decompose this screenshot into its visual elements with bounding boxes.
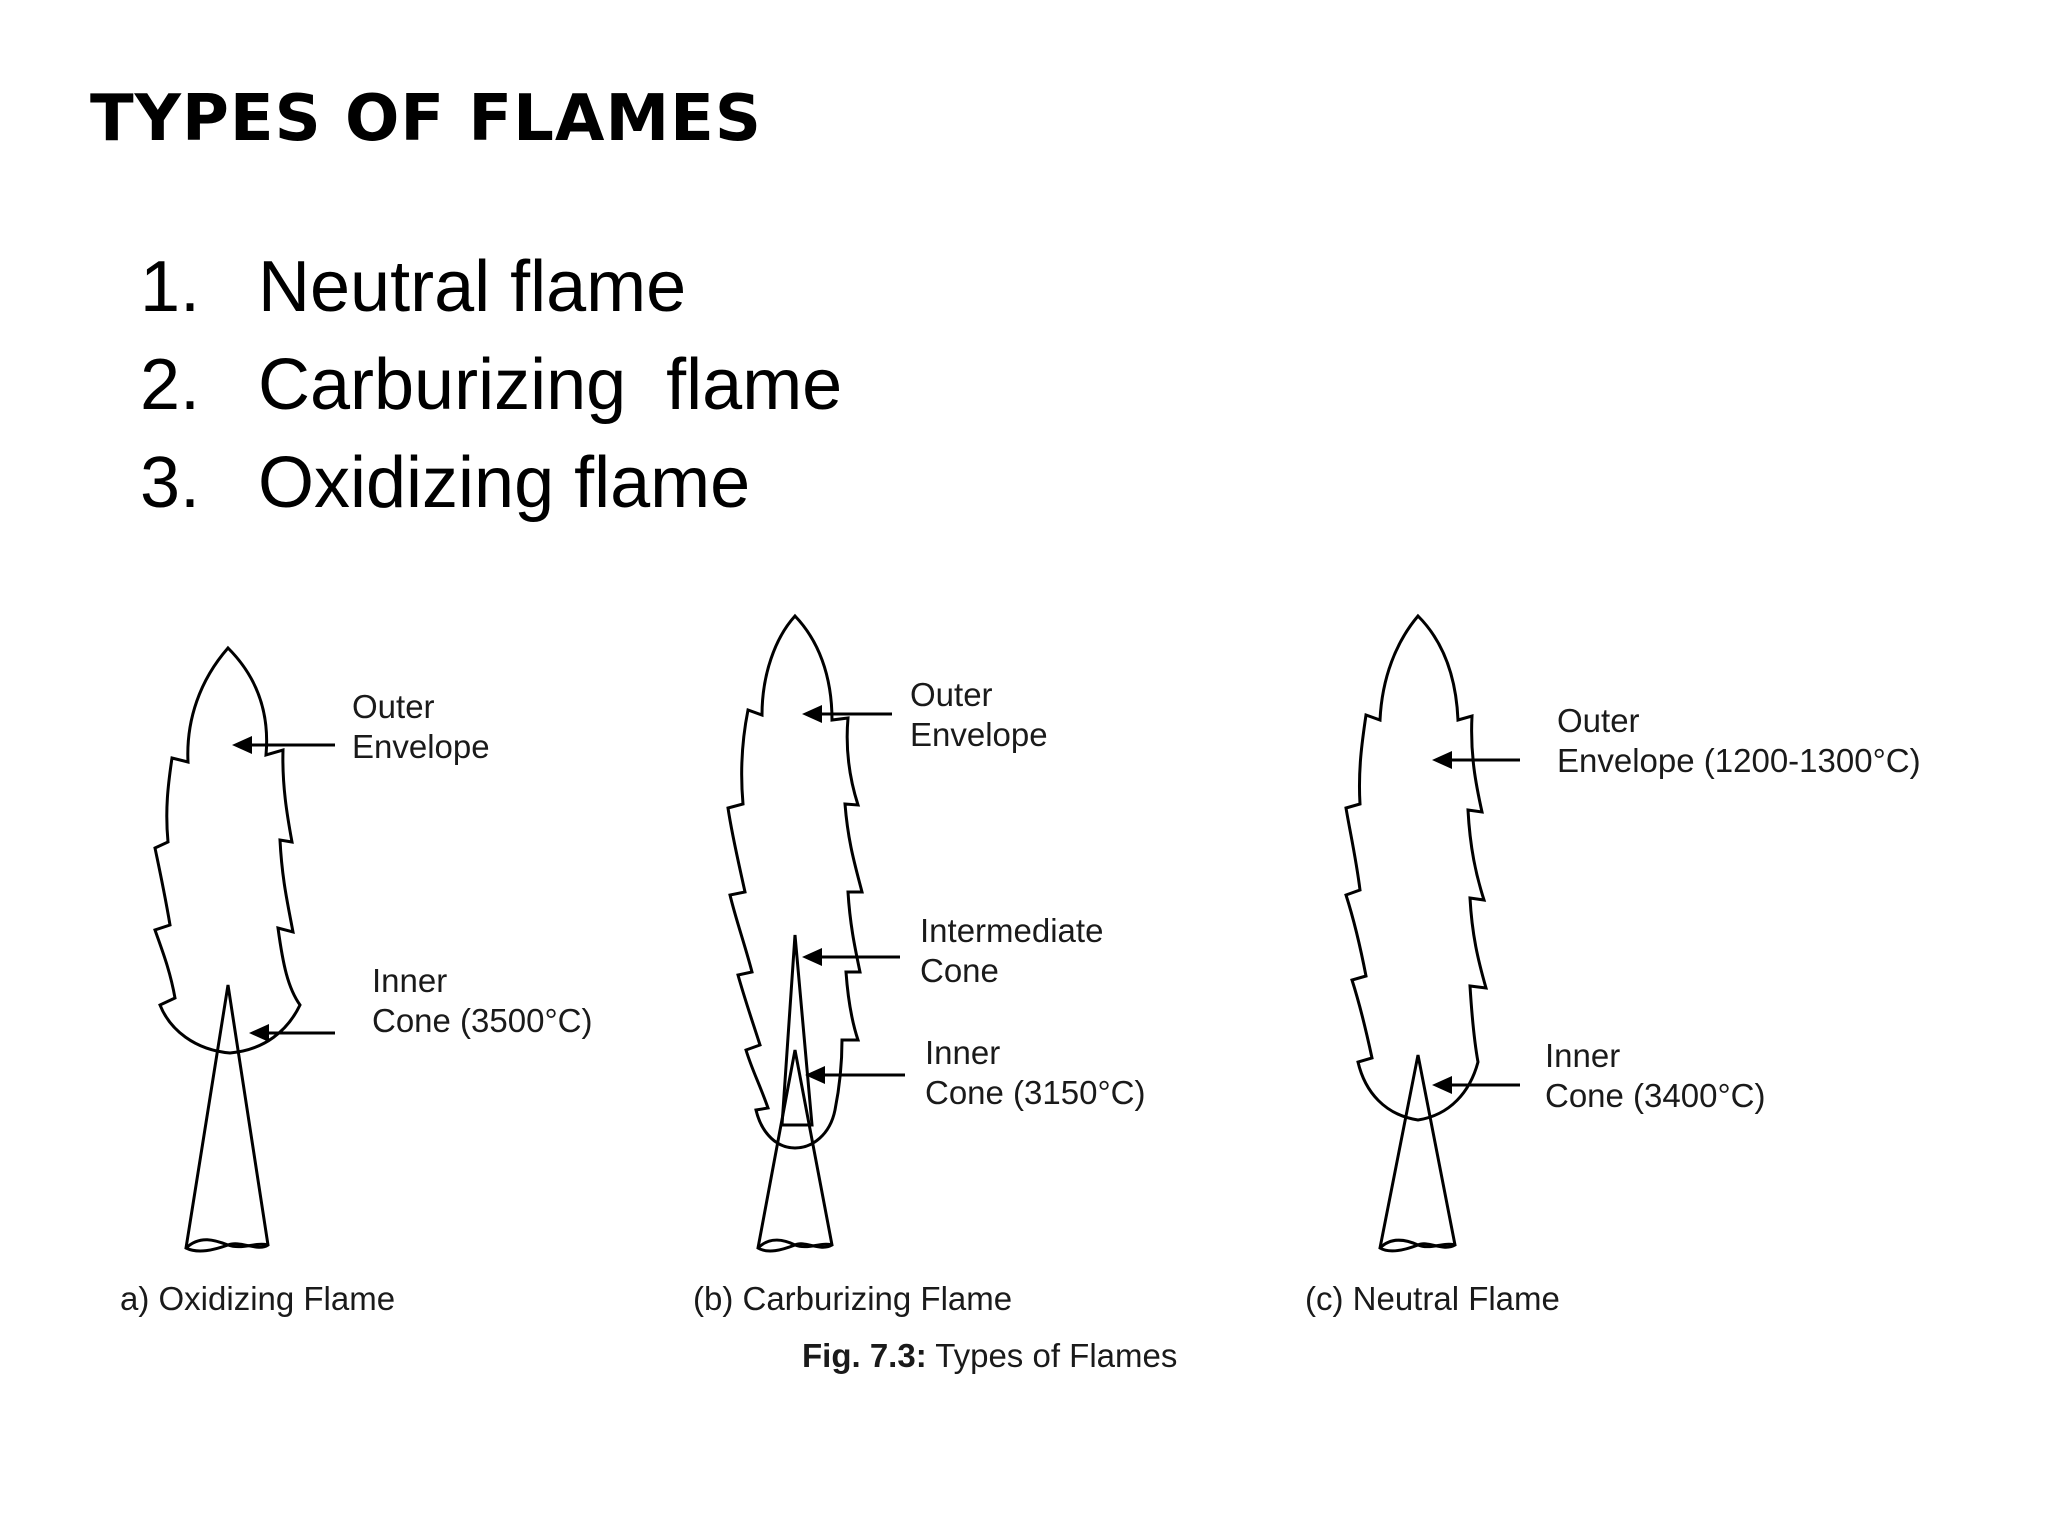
neutral-outer-arrowhead: [1432, 751, 1452, 769]
neutral-inner-label-2: Cone (3400°C): [1545, 1077, 1765, 1114]
flames-figure: Outer Envelope Inner Cone (3500°C) a) Ox…: [0, 580, 2048, 1440]
neutral-caption: (c) Neutral Flame: [1305, 1280, 1560, 1317]
list-text: Oxidizing flame: [258, 443, 751, 523]
oxidizing-inner-label-1: Inner: [372, 962, 447, 999]
carburizing-intermediate-label-1: Intermediate: [920, 912, 1103, 949]
oxidizing-outer-label-1: Outer: [352, 688, 435, 725]
list-item: 3. Oxidizing flame: [140, 434, 842, 532]
oxidizing-outer-arrowhead: [232, 736, 252, 754]
carburizing-outer-envelope: [726, 613, 864, 1150]
list-text: Carburizing flame: [258, 345, 843, 425]
carburizing-tube-base: [756, 1238, 833, 1250]
figure-caption-text: Types of Flames: [927, 1337, 1178, 1374]
carburizing-intermediate-label-2: Cone: [920, 952, 999, 989]
oxidizing-inner-cone: [184, 984, 270, 1253]
list-number: 1.: [140, 247, 201, 327]
oxidizing-outer-envelope: [153, 645, 302, 1055]
carburizing-outer-arrowhead: [802, 705, 822, 723]
list-number: 2.: [140, 345, 201, 425]
neutral-outer-label-1: Outer: [1557, 702, 1640, 739]
neutral-inner-label-1: Inner: [1545, 1037, 1620, 1074]
carburizing-intermediate-cone: [780, 934, 814, 1127]
list-item: 2. Carburizing flame: [140, 336, 842, 434]
flames-diagram: Outer Envelope Inner Cone (3500°C) a) Ox…: [120, 613, 1921, 1374]
neutral-inner-arrowhead: [1432, 1076, 1452, 1094]
oxidizing-outer-label-2: Envelope: [352, 728, 490, 765]
carburizing-outer-label-1: Outer: [910, 676, 993, 713]
carburizing-inner-label-2: Cone (3150°C): [925, 1074, 1145, 1111]
neutral-outer-label-2: Envelope (1200-1300°C): [1557, 742, 1921, 779]
carburizing-inner-label-1: Inner: [925, 1034, 1000, 1071]
neutral-outer-envelope: [1344, 613, 1489, 1122]
flame-type-list: 1. Neutral flame 2. Carburizing flame 3. Ox…: [140, 238, 842, 532]
oxidizing-tube-base: [184, 1238, 269, 1250]
list-text: Neutral flame: [258, 247, 687, 327]
list-item: 1. Neutral flame: [140, 238, 842, 336]
oxidizing-inner-label-2: Cone (3500°C): [372, 1002, 592, 1039]
carburizing-flame: Outer Envelope Intermediate Cone Inner C…: [693, 613, 1145, 1317]
list-number: 3.: [140, 443, 201, 523]
carburizing-intermediate-arrowhead: [802, 948, 822, 966]
carburizing-inner-arrowhead: [805, 1066, 825, 1084]
oxidizing-caption: a) Oxidizing Flame: [120, 1280, 395, 1317]
neutral-flame: Outer Envelope (1200-1300°C) Inner Cone …: [1305, 613, 1921, 1317]
oxidizing-inner-arrowhead: [249, 1024, 269, 1042]
oxidizing-flame: Outer Envelope Inner Cone (3500°C) a) Ox…: [120, 645, 592, 1317]
carburizing-caption: (b) Carburizing Flame: [693, 1280, 1012, 1317]
figure-caption-number: Fig. 7.3:: [802, 1337, 927, 1374]
figure-caption: Fig. 7.3: Types of Flames: [802, 1337, 1177, 1374]
carburizing-outer-label-2: Envelope: [910, 716, 1048, 753]
slide-title: TYPES OF FLAMES: [90, 82, 762, 156]
neutral-tube-base: [1378, 1238, 1456, 1250]
